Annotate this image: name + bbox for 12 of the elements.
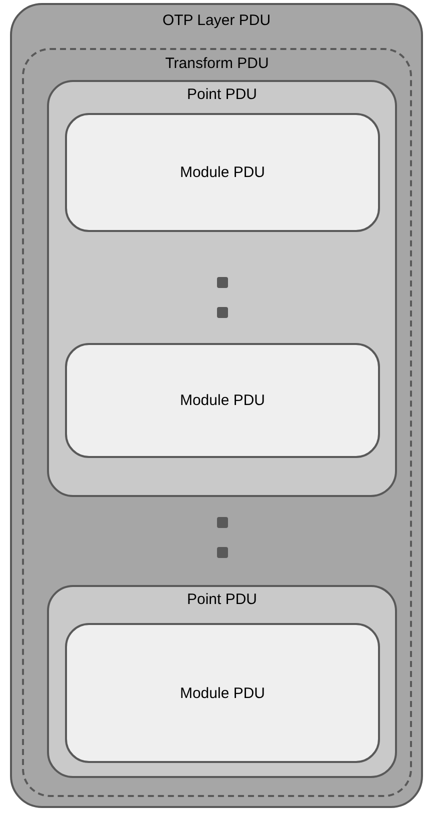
box-label: Module PDU — [180, 392, 266, 409]
container-box — [47, 80, 397, 497]
container-label: Point PDU — [186, 591, 258, 608]
container-box — [47, 585, 397, 778]
container-label: OTP Layer PDU — [162, 12, 271, 29]
module-box — [65, 113, 380, 232]
module-box — [65, 343, 380, 458]
container-label: Transform PDU — [165, 55, 269, 72]
box-label: Module PDU — [180, 164, 266, 181]
box-label: Module PDU — [180, 684, 266, 702]
container-label: Point PDU — [186, 86, 258, 103]
module-box — [65, 623, 380, 763]
